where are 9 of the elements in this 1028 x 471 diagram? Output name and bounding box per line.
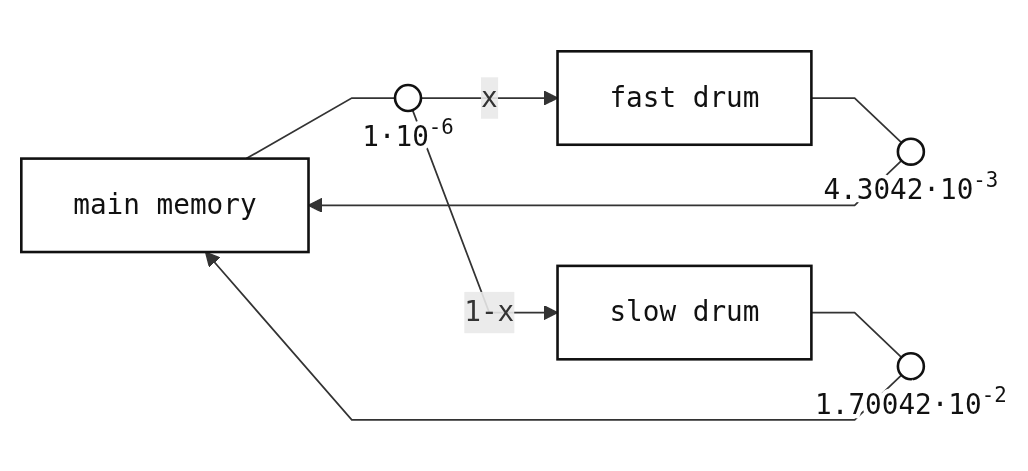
node-box: main memory: [20, 157, 310, 254]
node-circle: [896, 351, 926, 381]
node-box: slow drum: [556, 264, 813, 361]
edge-label: x: [480, 80, 498, 114]
node-circle: [896, 137, 926, 166]
arrow: [204, 251, 903, 421]
node-circle: [393, 83, 423, 113]
edge-label: 1-x: [464, 295, 515, 328]
node-box: fast drum: [556, 49, 813, 146]
